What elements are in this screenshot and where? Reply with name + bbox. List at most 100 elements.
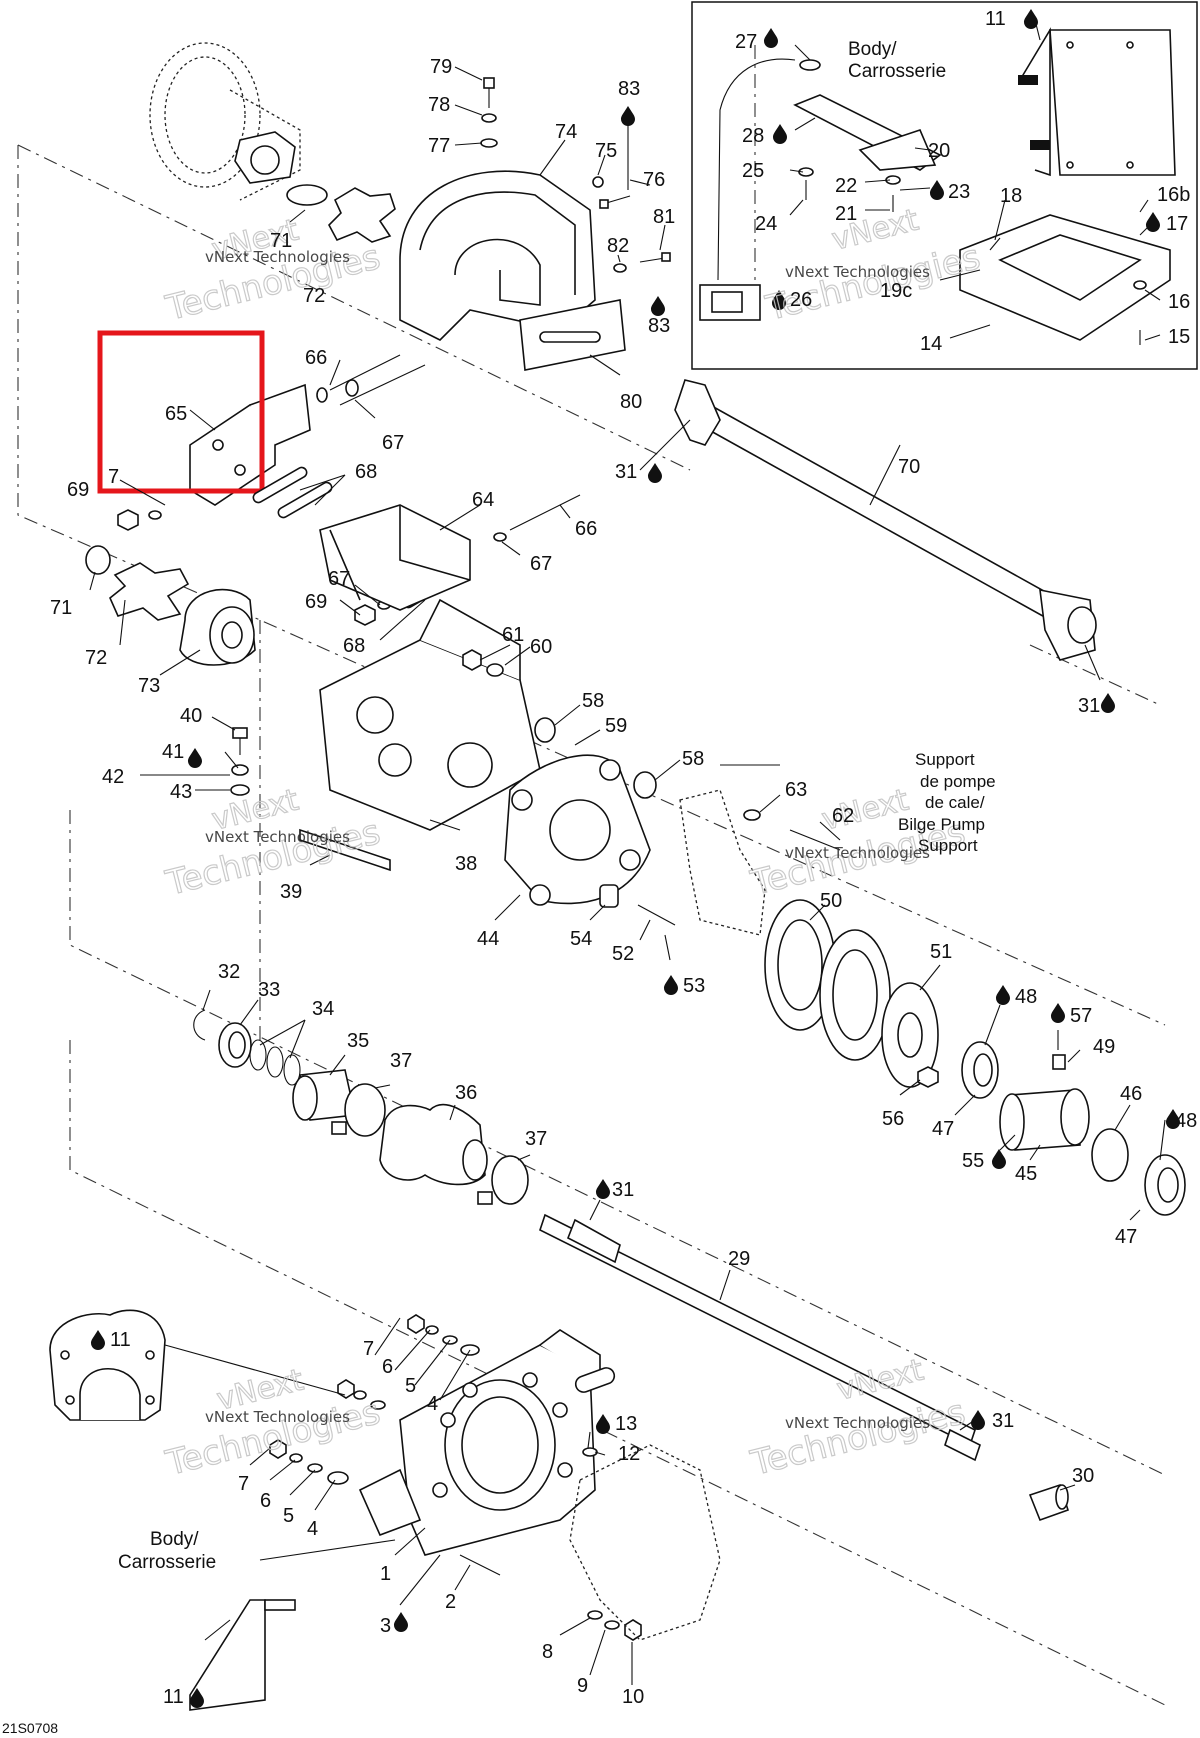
label-37-a: 37 <box>390 1050 412 1072</box>
drive-coupler-top <box>234 131 296 184</box>
label-58-a: 58 <box>582 690 604 712</box>
label-49: 49 <box>1093 1036 1115 1058</box>
pump-support-plate-44 <box>504 754 651 906</box>
label-45: 45 <box>1015 1163 1037 1185</box>
label-32: 32 <box>218 961 240 983</box>
label-11-left: 11 <box>110 1329 131 1351</box>
hardware-4-7-bottom <box>269 1439 349 1485</box>
label-77: 77 <box>428 135 450 157</box>
label-31-mid: 31 <box>612 1179 634 1201</box>
label-10: 10 <box>622 1686 644 1708</box>
label-35: 35 <box>347 1030 369 1052</box>
label-61: 61 <box>502 624 524 646</box>
cap-30 <box>1028 1483 1069 1522</box>
label-26: 26 <box>790 289 812 311</box>
inset-deflector-11 <box>1018 27 1176 177</box>
guard-bracket <box>519 299 626 371</box>
label-50: 50 <box>820 890 842 912</box>
label-68-top: 68 <box>355 461 377 483</box>
note-bilge-pump-support: Support de pompe de cale/ Bilge Pump Sup… <box>898 750 996 855</box>
drive-shaft-70 <box>674 379 1097 661</box>
label-67-mid: 67 <box>530 553 552 575</box>
label-14: 14 <box>920 333 942 355</box>
bushing-58a <box>534 717 556 743</box>
label-19c: 19c <box>880 280 912 302</box>
label-37-b: 37 <box>525 1128 547 1150</box>
pump-housing-1 <box>358 1329 616 1556</box>
label-41: 41 <box>162 741 184 763</box>
stud-52 <box>637 904 676 926</box>
label-71-left: 71 <box>50 597 72 619</box>
svg-text:Body/: Body/ <box>150 1529 199 1550</box>
svg-text:de cale/: de cale/ <box>925 793 985 812</box>
bushing-58b <box>633 771 657 799</box>
label-8: 8 <box>542 1641 553 1663</box>
svg-text:Technologies: Technologies <box>162 812 385 904</box>
label-3: 3 <box>380 1615 391 1637</box>
label-47-b: 47 <box>1115 1226 1137 1248</box>
gasket-11-side <box>189 1599 296 1711</box>
svg-text:vNext Technologies: vNext Technologies <box>205 828 350 846</box>
leader-lines <box>89 19 1166 1685</box>
label-6-low: 6 <box>260 1490 271 1512</box>
nuts-69 <box>117 509 391 626</box>
circlip-32 <box>193 1009 206 1041</box>
bolt-40-stack <box>230 727 250 796</box>
washer-67b <box>493 532 507 542</box>
coupler-assembly-left <box>85 545 256 666</box>
label-34: 34 <box>312 998 334 1020</box>
label-67-top: 67 <box>382 432 404 454</box>
label-78: 78 <box>428 94 450 116</box>
label-29: 29 <box>728 1248 750 1270</box>
note-body-carrosserie-bottom: Body/ Carrosserie <box>118 1529 216 1573</box>
label-72-top: 72 <box>303 285 325 307</box>
seal-33 <box>218 1022 252 1068</box>
label-6-mid: 6 <box>382 1356 393 1378</box>
label-42: 42 <box>102 766 124 788</box>
label-15: 15 <box>1168 326 1190 348</box>
engine-flywheel-outline <box>149 42 301 201</box>
label-31-right: 31 <box>1078 695 1100 717</box>
label-30: 30 <box>1072 1465 1094 1487</box>
svg-text:vNext Technologies: vNext Technologies <box>205 1408 350 1426</box>
label-68-low: 68 <box>343 635 365 657</box>
drawing-code: 21S0708 <box>2 1720 58 1736</box>
washer-60 <box>486 663 504 677</box>
label-74: 74 <box>555 121 577 143</box>
label-81: 81 <box>653 206 675 228</box>
washer-8 <box>587 1610 603 1620</box>
washer-63 <box>743 809 761 821</box>
svg-text:Carrosserie: Carrosserie <box>848 61 946 82</box>
label-63: 63 <box>785 779 807 801</box>
label-70: 70 <box>898 456 920 478</box>
inset-clip-26 <box>699 284 761 321</box>
label-44: 44 <box>477 928 499 950</box>
bracket-65 <box>189 383 311 506</box>
label-47-a: 47 <box>932 1118 954 1140</box>
label-57: 57 <box>1070 1005 1092 1027</box>
label-28: 28 <box>742 125 764 147</box>
label-53: 53 <box>683 975 705 997</box>
drive-shaft-29 <box>539 1213 981 1462</box>
label-31-top: 31 <box>615 461 637 483</box>
svg-text:vNext Technologies: vNext Technologies <box>205 248 350 266</box>
label-16b: 16b <box>1157 184 1190 206</box>
label-1: 1 <box>380 1563 391 1585</box>
washer-12 <box>582 1447 598 1457</box>
label-72-left: 72 <box>85 647 107 669</box>
label-27: 27 <box>735 31 757 53</box>
label-22: 22 <box>835 175 857 197</box>
screw-62 <box>789 829 841 851</box>
svg-text:Technologies: Technologies <box>762 237 985 329</box>
label-80: 80 <box>620 391 642 413</box>
nut-56 <box>917 1066 939 1088</box>
svg-text:Technologies: Technologies <box>162 1392 385 1484</box>
label-55: 55 <box>962 1150 984 1172</box>
gasket-11-view <box>49 1309 166 1421</box>
label-20: 20 <box>928 140 950 162</box>
label-11-bottom: 11 <box>163 1686 184 1708</box>
label-73: 73 <box>138 675 160 697</box>
clamp-37b <box>477 1155 529 1205</box>
label-58-b: 58 <box>682 748 704 770</box>
label-75: 75 <box>595 140 617 162</box>
